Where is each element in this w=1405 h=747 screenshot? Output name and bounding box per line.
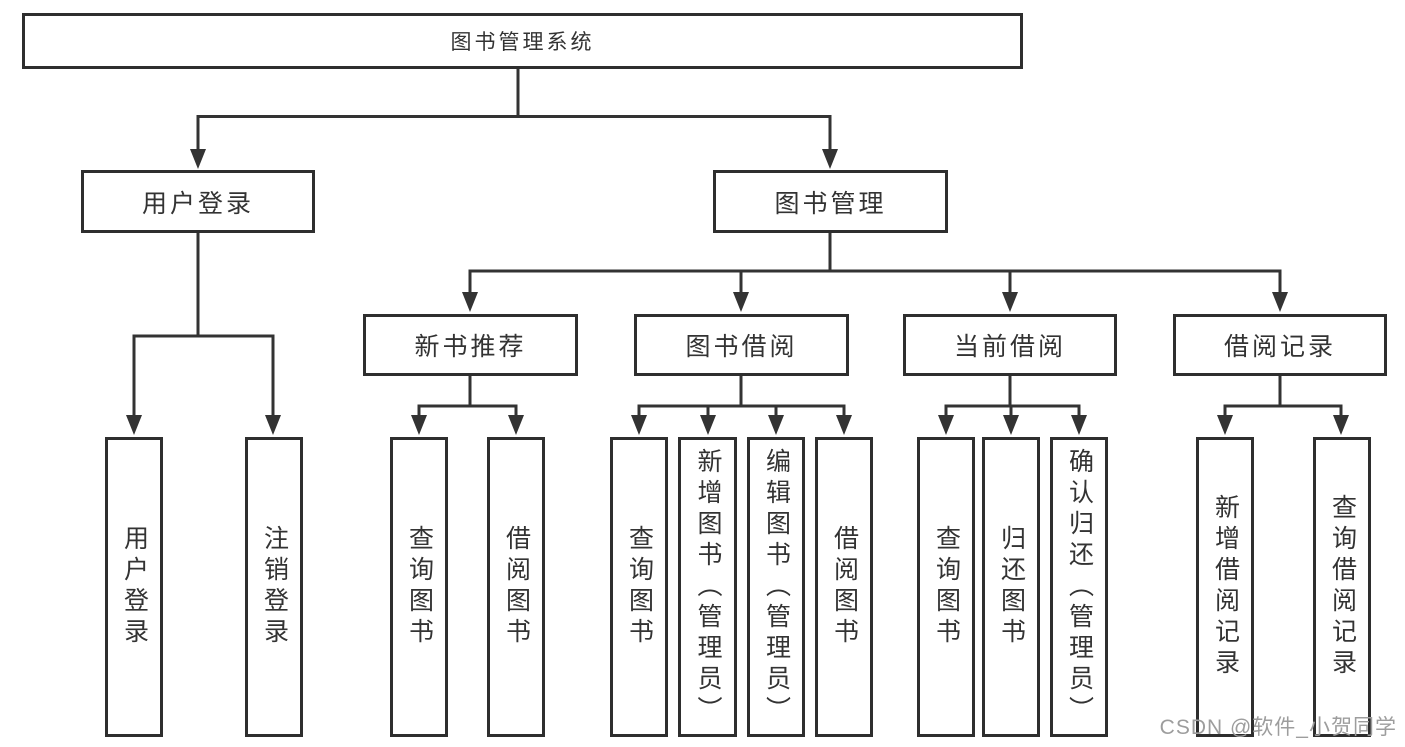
- node-new-book-recommend-label: 新书推荐: [414, 333, 527, 361]
- leaf-edit-books-admin-label: 编辑图书（管理员）: [762, 447, 791, 727]
- node-user-login: 用户登录: [81, 170, 315, 233]
- leaf-user-login: 用户登录: [105, 437, 163, 737]
- leaf-confirm-return-admin-label: 确认归还（管理员）: [1065, 447, 1094, 727]
- leaf-confirm-return-admin: 确认归还（管理员）: [1050, 437, 1108, 737]
- node-book-management-label: 图书管理: [774, 189, 887, 218]
- connector-root-to-level2: [190, 69, 838, 169]
- leaf-borrow-books-recommend-label: 借阅图书: [502, 525, 531, 649]
- leaf-query-books-current: 查询图书: [917, 437, 975, 737]
- leaf-add-borrow-record: 新增借阅记录: [1196, 437, 1254, 737]
- leaf-add-borrow-record-label: 新增借阅记录: [1211, 494, 1240, 680]
- node-root: 图书管理系统: [22, 13, 1023, 69]
- leaf-logout-label: 注销登录: [260, 525, 289, 649]
- node-current-borrow: 当前借阅: [903, 314, 1117, 376]
- leaf-return-books: 归还图书: [982, 437, 1040, 737]
- csdn-watermark: CSDN @软件_小贺同学: [1159, 716, 1397, 739]
- leaf-borrow-books-recommend: 借阅图书: [487, 437, 545, 737]
- leaf-return-books-label: 归还图书: [997, 525, 1026, 649]
- connector-borrow-record-branch: [1217, 376, 1349, 435]
- node-new-book-recommend: 新书推荐: [363, 314, 578, 376]
- node-book-management: 图书管理: [713, 170, 948, 233]
- leaf-add-books-admin: 新增图书（管理员）: [678, 437, 737, 737]
- node-borrow-records: 借阅记录: [1173, 314, 1387, 376]
- node-user-login-label: 用户登录: [141, 189, 254, 218]
- leaf-query-books-recommend-label: 查询图书: [405, 525, 434, 649]
- connector-user-login-branch: [126, 233, 281, 435]
- leaf-query-books-borrow-label: 查询图书: [625, 525, 654, 649]
- leaf-query-books-borrow: 查询图书: [610, 437, 668, 737]
- connector-book-borrow-branch: [631, 376, 852, 435]
- leaf-borrow-books-label: 借阅图书: [830, 525, 859, 649]
- node-current-borrow-label: 当前借阅: [953, 333, 1066, 361]
- leaf-logout: 注销登录: [245, 437, 303, 737]
- node-root-label: 图书管理系统: [450, 31, 595, 54]
- leaf-add-books-admin-label: 新增图书（管理员）: [694, 447, 722, 727]
- node-book-borrow-label: 图书借阅: [685, 333, 798, 361]
- node-book-borrow: 图书借阅: [634, 314, 849, 376]
- connector-new-book-branch: [411, 376, 524, 435]
- leaf-query-books-current-label: 查询图书: [932, 525, 961, 649]
- leaf-user-login-label: 用户登录: [120, 525, 149, 649]
- leaf-borrow-books: 借阅图书: [815, 437, 873, 737]
- node-borrow-records-label: 借阅记录: [1223, 333, 1336, 361]
- connector-book-management-branch: [462, 233, 1288, 312]
- leaf-edit-books-admin: 编辑图书（管理员）: [747, 437, 805, 737]
- leaf-query-borrow-record: 查询借阅记录: [1313, 437, 1371, 737]
- leaf-query-borrow-record-label: 查询借阅记录: [1328, 494, 1357, 680]
- leaf-query-books-recommend: 查询图书: [390, 437, 448, 737]
- connector-current-borrow-branch: [938, 376, 1087, 435]
